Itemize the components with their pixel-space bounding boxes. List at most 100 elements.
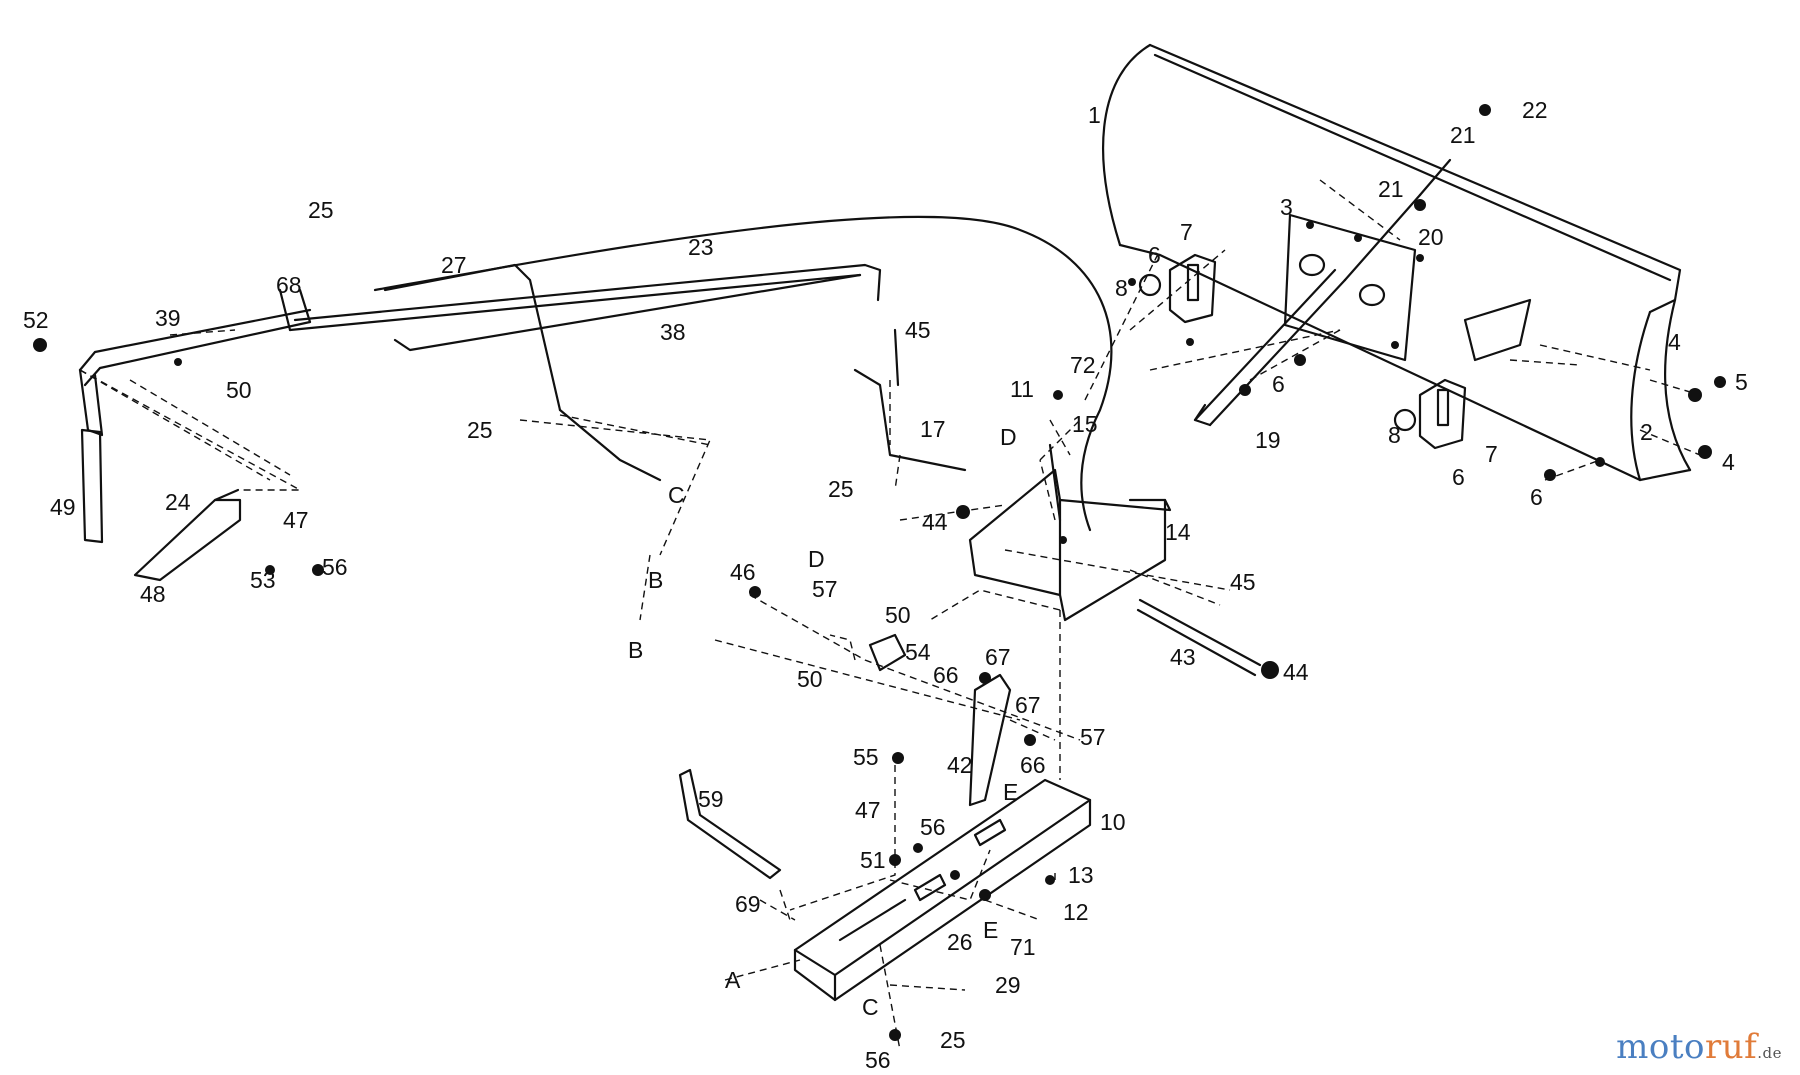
- callout-68: 68: [276, 272, 302, 298]
- pivot-bracket-right: [1393, 378, 1467, 450]
- callout-39: 39: [155, 305, 181, 331]
- callout-47b: 47: [855, 797, 881, 823]
- callout-7a: 7: [1180, 219, 1193, 245]
- callout-6c: 6: [1452, 464, 1465, 490]
- callout-53: 53: [250, 567, 276, 593]
- callout-26: 26: [947, 929, 973, 955]
- hardware-dots: [33, 104, 1726, 1041]
- callout-50a: 50: [226, 377, 252, 403]
- callout-Db: D: [808, 546, 825, 572]
- callout-21b: 21: [1378, 176, 1404, 202]
- callout-44b: 44: [1283, 659, 1309, 685]
- callout-8a: 8: [1115, 275, 1128, 301]
- tension-spring: [1193, 158, 1452, 427]
- callout-Bb: B: [628, 637, 643, 663]
- brand-name: motoruf: [1616, 1027, 1758, 1067]
- callout-3: 3: [1280, 194, 1293, 220]
- hand-lever: [78, 288, 312, 544]
- bolt-45a: [893, 328, 900, 387]
- callout-12: 12: [1063, 899, 1089, 925]
- callout-21a: 21: [1450, 122, 1476, 148]
- callout-69: 69: [735, 891, 761, 917]
- link-17: [853, 368, 967, 472]
- callout-Ea: E: [1003, 779, 1018, 805]
- block-54: [868, 633, 907, 672]
- blade-bracket-plate: [1283, 213, 1417, 362]
- callout-19: 19: [1255, 427, 1281, 453]
- callout-6a: 6: [1148, 242, 1161, 268]
- callout-51: 51: [860, 847, 886, 873]
- lift-rod: [288, 215, 1113, 532]
- callout-49: 49: [50, 494, 76, 520]
- callout-38: 38: [660, 319, 686, 345]
- callout-46: 46: [730, 559, 756, 585]
- callout-14: 14: [1165, 519, 1191, 545]
- callout-45b: 45: [1230, 569, 1256, 595]
- pin-43: [1136, 598, 1262, 677]
- callout-43: 43: [1170, 644, 1196, 670]
- callout-47a: 47: [283, 507, 309, 533]
- callout-Eb: E: [983, 917, 998, 943]
- callout-56c: 56: [865, 1047, 891, 1073]
- callout-7b: 7: [1485, 441, 1498, 467]
- callout-52: 52: [23, 307, 49, 333]
- callout-24: 24: [165, 489, 191, 515]
- callout-29: 29: [995, 972, 1021, 998]
- callout-20: 20: [1418, 224, 1444, 250]
- callout-25a: 25: [308, 197, 334, 223]
- lever-pawl: [133, 488, 242, 582]
- callout-55: 55: [853, 744, 879, 770]
- brand-logo: motoruf.de: [1616, 1027, 1782, 1067]
- callout-50c: 50: [797, 666, 823, 692]
- callout-1: 1: [1088, 102, 1101, 128]
- callout-45a: 45: [905, 317, 931, 343]
- callout-6b: 6: [1272, 371, 1285, 397]
- mount-frame: [793, 778, 1092, 1002]
- callout-13: 13: [1068, 862, 1094, 888]
- pivot-bracket-left: [1138, 253, 1217, 324]
- callout-6d: 6: [1530, 484, 1543, 510]
- callout-23: 23: [688, 234, 714, 260]
- callout-A: A: [725, 967, 741, 993]
- callout-66a: 66: [933, 662, 959, 688]
- callout-44a: 44: [922, 509, 948, 535]
- callout-42: 42: [947, 752, 973, 778]
- callout-4b: 4: [1722, 449, 1735, 475]
- callout-72: 72: [1070, 352, 1096, 378]
- blade-skid-plate: [1463, 298, 1532, 362]
- callout-5: 5: [1735, 369, 1748, 395]
- callout-25c: 25: [828, 476, 854, 502]
- callout-Ca: C: [668, 482, 685, 508]
- callout-59: 59: [698, 786, 724, 812]
- callout-11: 11: [1010, 376, 1034, 402]
- callout-67b: 67: [1015, 692, 1041, 718]
- callout-17: 17: [920, 416, 946, 442]
- lever-arm-59: [678, 768, 782, 880]
- callout-4a: 4: [1668, 329, 1681, 355]
- callout-54: 54: [905, 639, 931, 665]
- callout-67a: 67: [985, 644, 1011, 670]
- callout-50b: 50: [885, 602, 911, 628]
- callout-57a: 57: [812, 576, 838, 602]
- callout-57b: 57: [1080, 724, 1106, 750]
- callout-22: 22: [1522, 97, 1548, 123]
- callout-Cb: C: [862, 994, 879, 1020]
- callout-Ba: B: [648, 567, 663, 593]
- callout-66b: 66: [1020, 752, 1046, 778]
- callout-48: 48: [140, 581, 166, 607]
- callout-10: 10: [1100, 809, 1126, 835]
- plow-blade: [1102, 43, 1692, 482]
- part-42: [968, 673, 1012, 807]
- spring-26: [838, 898, 907, 942]
- brand-domain: .de: [1757, 1044, 1782, 1062]
- mount-bracket: [968, 443, 1172, 622]
- callout-8b: 8: [1388, 422, 1401, 448]
- callout-25b: 25: [467, 417, 493, 443]
- callout-Da: D: [1000, 424, 1017, 450]
- callout-56b: 56: [920, 814, 946, 840]
- callout-56a: 56: [322, 554, 348, 580]
- callout-15: 15: [1072, 411, 1098, 437]
- callout-25d: 25: [940, 1027, 966, 1053]
- callout-27: 27: [441, 252, 467, 278]
